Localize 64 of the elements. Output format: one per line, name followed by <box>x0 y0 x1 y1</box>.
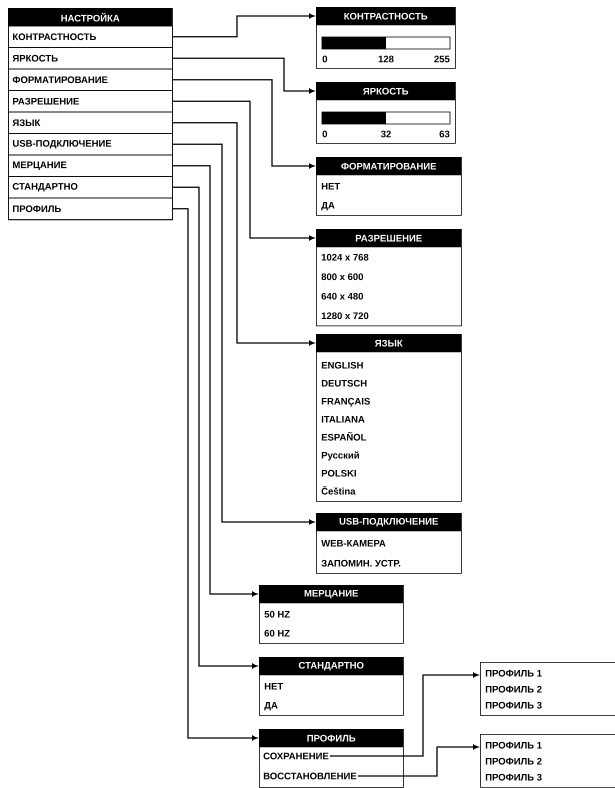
arrow <box>172 165 258 596</box>
menu-option: ПРОФИЛЬ 1 <box>486 742 542 749</box>
menu-option: ВОССТАНОВЛЕНИЕ <box>264 772 356 780</box>
scale-value: 255 <box>434 56 450 62</box>
menu-option: FRANÇAIS <box>322 398 370 406</box>
arrow <box>330 672 478 757</box>
menu-option: DEUTSCH <box>322 380 366 387</box>
menu-option: ПРОФИЛЬ 2 <box>486 758 542 765</box>
menu-item: КОНТРАСТНОСТЬ <box>8 26 173 48</box>
menu-option: 1024 x 768 <box>322 254 368 261</box>
arrow <box>172 100 314 240</box>
menu-option: 1280 x 720 <box>322 312 368 320</box>
menu-option: ESPAÑOL <box>322 432 366 441</box>
arrow <box>172 144 314 524</box>
menu-item: USB-ПОДКЛЮЧЕНИЕ <box>8 133 173 156</box>
header-bar: ПРОФИЛЬ <box>259 729 404 748</box>
menu-option: ITALIANA <box>322 416 365 422</box>
header-bar: СТАНДАРТНО <box>259 657 404 676</box>
menu-item: ПРОФИЛЬ <box>8 198 173 220</box>
header-bar: ЯЗЫК <box>316 334 462 352</box>
header-bar: КОНТРАСТНОСТЬ <box>316 7 456 26</box>
header-bar: РАЗРЕШЕНИЕ <box>316 229 462 248</box>
menu-item: МЕРЦАНИЕ <box>8 154 173 177</box>
menu-item: ЯРКОСТЬ <box>8 47 173 70</box>
menu-option: НЕТ <box>264 682 284 690</box>
header-bar: НАСТРОЙКА <box>8 8 172 26</box>
menu-option: WEB-КАМЕРА <box>321 540 386 546</box>
arrow <box>358 744 478 777</box>
menu-option: ENGLISH <box>322 362 363 369</box>
arrow <box>172 208 258 740</box>
menu-item: СТАНДАРТНО <box>8 176 173 198</box>
scale-value: 128 <box>378 56 394 62</box>
menu-option: 50 HZ <box>264 610 290 618</box>
menu-option: Čeština <box>322 486 356 495</box>
arrow <box>172 14 314 38</box>
menu-option: 800 x 600 <box>322 273 364 280</box>
menu-item: ЯЗЫК <box>8 112 173 134</box>
menu-option: ДА <box>321 202 335 210</box>
menu-option: ДА <box>264 702 278 710</box>
header-bar: МЕРЦАНИЕ <box>259 585 404 604</box>
menu-option: POLSKI <box>322 470 356 477</box>
scale-value: 0 <box>322 56 328 62</box>
menu-option: ПРОФИЛЬ 2 <box>486 686 542 693</box>
menu-option: 60 HZ <box>264 630 290 637</box>
arrow <box>172 58 314 94</box>
menu-option: Русский <box>322 451 359 460</box>
menu-option: СОХРАНЕНИЕ <box>264 752 328 760</box>
menu-option: ЗАПОМИН. УСТР. <box>321 560 400 567</box>
menu-option: ПРОФИЛЬ 3 <box>486 774 542 781</box>
header-bar: ЯРКОСТЬ <box>316 82 456 100</box>
menu-option: ПРОФИЛЬ 1 <box>486 670 542 677</box>
menu-option: 640 x 480 <box>322 292 364 300</box>
scale-value: 32 <box>380 130 391 138</box>
header-bar: USB-ПОДКЛЮЧЕНИЕ <box>316 513 462 532</box>
arrow <box>172 122 314 346</box>
arrow <box>172 79 314 168</box>
menu-option: НЕТ <box>322 182 340 190</box>
menu-item: РАЗРЕШЕНИЕ <box>8 90 173 112</box>
header-bar: ФОРМАТИРОВАНИЕ <box>316 157 462 176</box>
scale-value: 63 <box>440 130 450 138</box>
menu-item: ФОРМАТИРОВАНИЕ <box>8 68 173 91</box>
scale-value: 0 <box>322 130 328 138</box>
menu-option: ПРОФИЛЬ 3 <box>486 702 542 709</box>
arrow <box>172 186 258 668</box>
